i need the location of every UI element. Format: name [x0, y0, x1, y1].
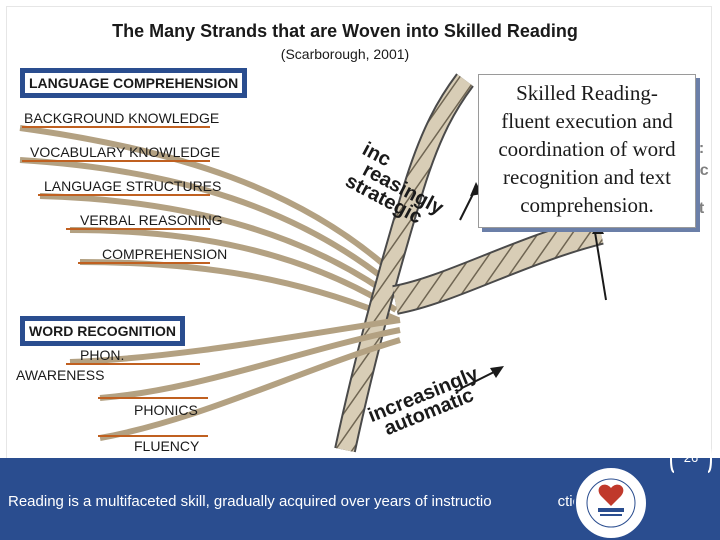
- phon-label: PHON.: [80, 347, 125, 363]
- arrow-lower-head: [490, 366, 504, 378]
- fluency-line-top: [98, 435, 208, 437]
- phonics-line-top: [98, 397, 208, 399]
- language-structures-line: [38, 194, 210, 196]
- strand-structures: [39, 193, 396, 301]
- language-comprehension-heading: LANGUAGE COMPREHENSION: [20, 68, 248, 98]
- strand-phonics: [99, 327, 401, 401]
- strand-phon: [69, 317, 401, 365]
- fluency-label: FLUENCY: [134, 438, 200, 454]
- department-seal-logo: [574, 466, 648, 540]
- strand-fluency: [99, 337, 401, 441]
- verbal-reasoning-line: [66, 228, 210, 230]
- strand-reasoning: [69, 227, 398, 313]
- arrow-callout-head: [592, 222, 604, 234]
- callout-line-1: Skilled Reading-: [516, 81, 658, 105]
- slide-subtitle: (Scarborough, 2001): [280, 46, 410, 62]
- vocabulary-knowledge-line: [22, 160, 210, 162]
- vocabulary-knowledge-label: VOCABULARY KNOWLEDGE: [30, 144, 221, 160]
- word-recognition-heading: WORD RECOGNITION: [20, 316, 185, 346]
- footer-text-main: Reading is a multifaceted skill, gradual…: [8, 493, 492, 510]
- skilled-reading-callout: Skilled Reading- fluent execution and co…: [478, 74, 696, 228]
- phonics-label: PHONICS: [134, 402, 198, 418]
- page-number: 26: [683, 450, 699, 465]
- strand-vocabulary: [19, 157, 394, 288]
- strand-background: [19, 125, 392, 273]
- callout-line-4: recognition and text: [503, 165, 671, 189]
- arrow-lower: [461, 369, 499, 389]
- callout-line-5: comprehension.: [520, 193, 654, 217]
- arrow-callout: [593, 225, 607, 301]
- background-knowledge-line: [22, 126, 210, 128]
- comprehension-label: COMPREHENSION: [102, 246, 228, 262]
- callout-line-2: fluent execution and: [501, 109, 673, 133]
- comprehension-line: [78, 262, 210, 264]
- verbal-reasoning-label: VERBAL REASONING: [80, 212, 223, 228]
- phon-line: [66, 363, 200, 365]
- page-number-bracket: [670, 445, 712, 473]
- callout-line-3: coordination of word: [498, 137, 676, 161]
- slide-title: The Many Strands that are Woven into Ski…: [112, 21, 578, 41]
- footer-text: Reading is a multifaceted skill, gradual…: [8, 493, 593, 510]
- awareness-label: AWARENESS: [16, 367, 105, 383]
- background-knowledge-label: BACKGROUND KNOWLEDGE: [24, 110, 220, 126]
- language-structures-label: LANGUAGE STRUCTURES: [44, 178, 222, 194]
